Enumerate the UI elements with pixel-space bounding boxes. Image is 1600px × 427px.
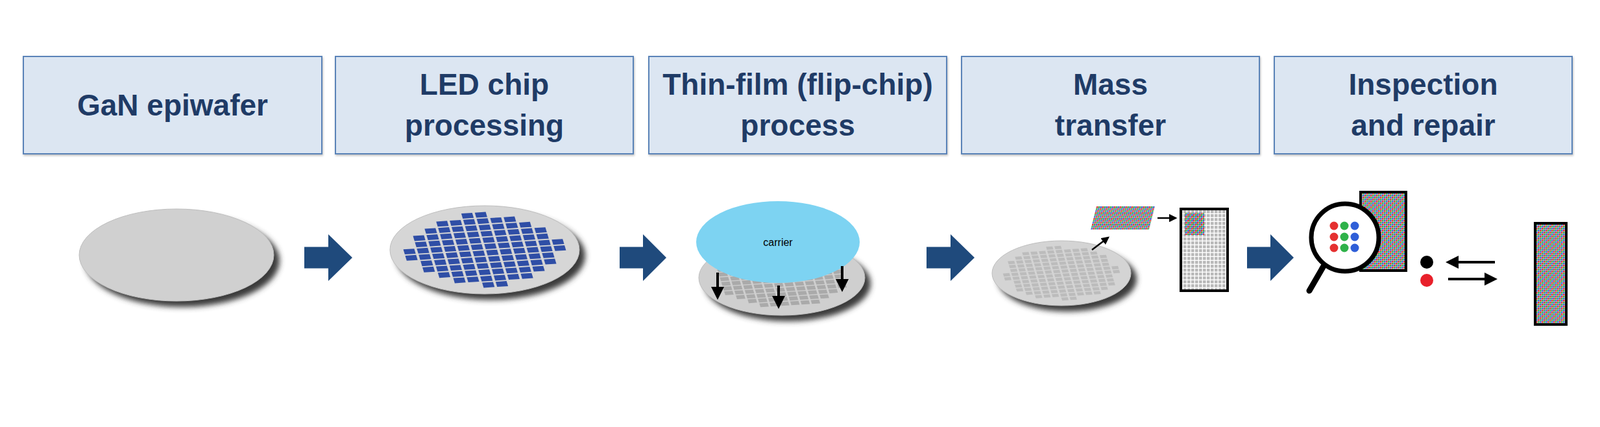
pixel-dot	[1340, 232, 1349, 242]
defect-dot	[1420, 255, 1434, 269]
pixel-dot	[1350, 232, 1360, 242]
step-title: Inspection and repair	[1319, 64, 1528, 146]
wafer	[992, 240, 1131, 306]
step-box: LED chip processing	[334, 55, 634, 155]
pixel-dot	[1330, 232, 1339, 242]
repair-dot	[1420, 273, 1434, 287]
carrier-wafer	[696, 201, 860, 283]
direction-arrow	[777, 285, 780, 307]
direction-arrow	[840, 266, 844, 290]
pixel-dot	[1350, 221, 1360, 231]
magnifier-handle	[1309, 266, 1324, 291]
step-title: GaN epiwafer	[77, 84, 268, 126]
pixel-dot	[1330, 243, 1339, 253]
pixel-dot	[1340, 243, 1349, 253]
display-panel	[1180, 208, 1228, 291]
direction-arrow	[1448, 260, 1495, 264]
step-box: Mass transfer	[960, 55, 1261, 155]
step-title: Thin-film (flip-chip) process	[658, 64, 938, 146]
magnifier-lens	[1311, 203, 1379, 272]
step-box: Inspection and repair	[1273, 55, 1573, 155]
step-arrow	[926, 234, 975, 281]
step-title: LED chip processing	[377, 64, 592, 146]
step-arrow	[1247, 234, 1294, 281]
step-box: Thin-film (flip-chip) process	[648, 55, 948, 155]
direction-arrow	[716, 272, 719, 298]
direction-arrow	[1091, 237, 1109, 250]
step-arrow	[619, 234, 667, 281]
direction-arrow	[1157, 217, 1176, 220]
carrier-label: carrier	[763, 236, 793, 249]
step-title: Mass transfer	[1039, 64, 1183, 146]
display-panel	[1535, 223, 1567, 325]
direction-arrow	[1448, 277, 1495, 281]
transferred-tiles	[1090, 206, 1155, 230]
wafer	[79, 208, 274, 302]
wafer	[389, 205, 580, 294]
chip-grid	[995, 242, 1128, 304]
chip-grid	[393, 207, 576, 292]
pixel-dot	[1330, 221, 1339, 231]
pixel-dot	[1350, 243, 1360, 253]
step-box: GaN epiwafer	[22, 55, 323, 155]
step-arrow	[304, 234, 353, 281]
filled-area	[1184, 212, 1205, 235]
pixel-dot	[1340, 221, 1349, 231]
